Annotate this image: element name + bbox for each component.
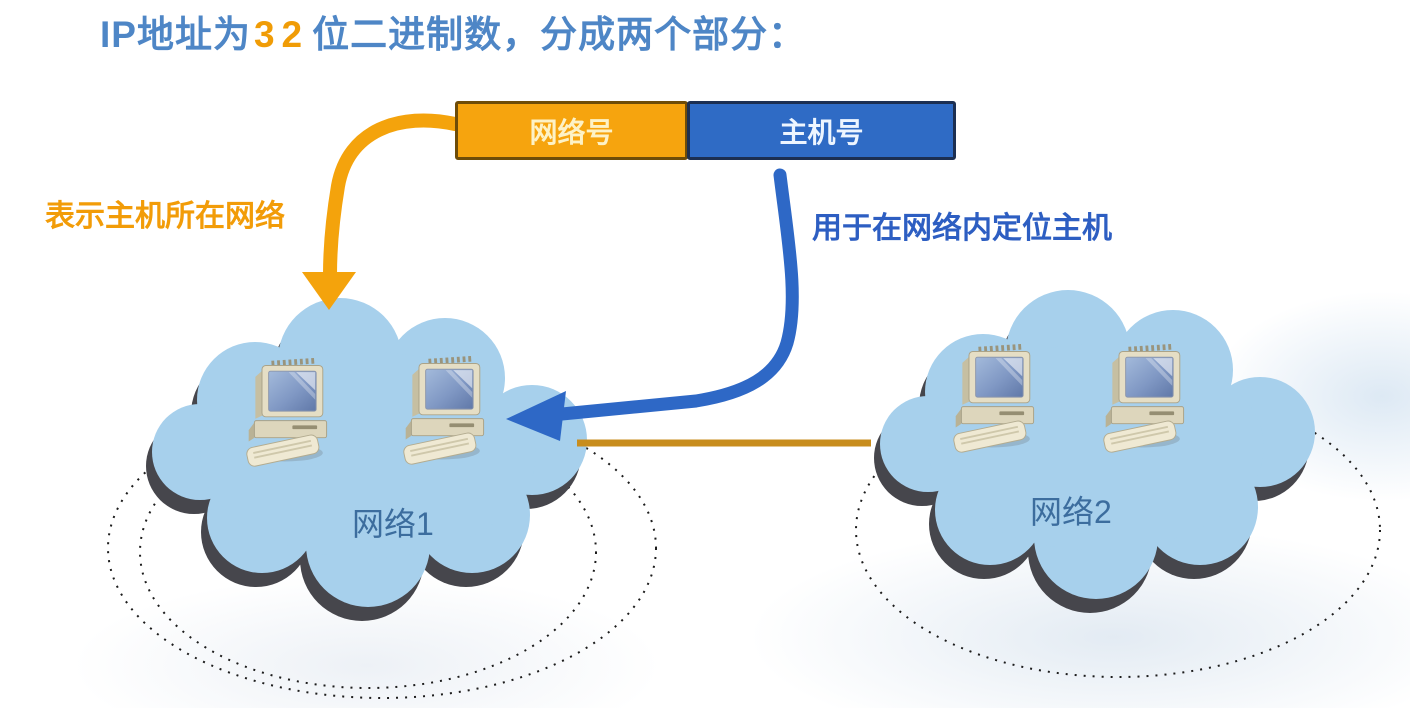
network1-cloud	[146, 298, 587, 621]
network2-cloud	[874, 290, 1315, 613]
network-arrow-line	[323, 113, 462, 282]
network1-dashed-ellipse-outer	[107, 397, 657, 699]
network2-label: 网络2	[1030, 494, 1112, 530]
network-arrow-head-icon	[302, 272, 356, 310]
network1-label: 网络1	[352, 506, 434, 542]
host-number-label: 主机号	[779, 116, 864, 148]
title-suffix: 位二进制数，分成两个部分：	[312, 14, 807, 55]
page-title: IP地址为32位二进制数，分成两个部分：	[100, 4, 806, 58]
network-arrow-caption: 表示主机所在网络	[45, 200, 285, 233]
host-arrow-caption: 用于在网络内定位主机	[812, 212, 1112, 245]
network1-dashed-ellipse-inner	[139, 415, 597, 689]
host-number-box: 主机号	[687, 101, 956, 160]
computer-icon	[953, 347, 1034, 454]
network-number-box: 网络号	[455, 101, 688, 160]
computer-icon	[1103, 347, 1184, 454]
network-arrow	[302, 113, 462, 310]
host-arrow	[506, 168, 799, 441]
host-arrow-head-icon	[506, 391, 566, 441]
network-number-label: 网络号	[529, 116, 614, 148]
computer-icon	[246, 361, 327, 468]
title-prefix: IP地址为	[100, 14, 251, 55]
computer-icon	[403, 359, 484, 466]
host-arrow-line	[555, 168, 799, 421]
title-highlight-32: 32	[253, 14, 310, 55]
